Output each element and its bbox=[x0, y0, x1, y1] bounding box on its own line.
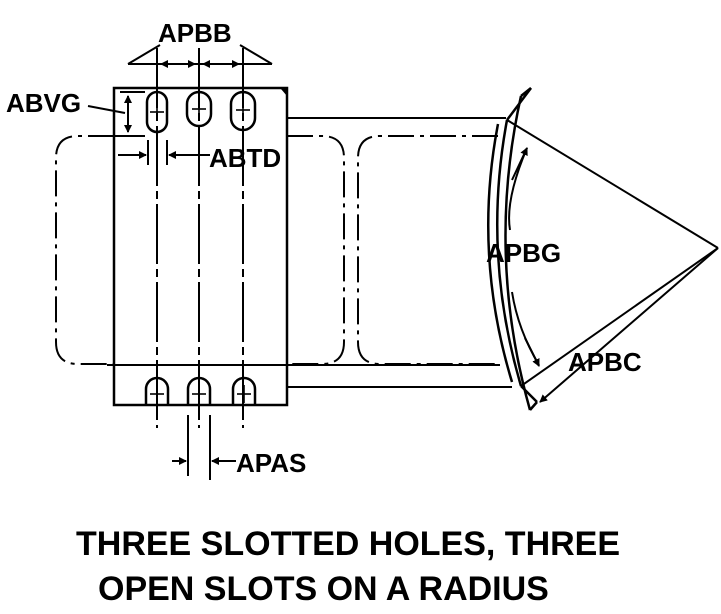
label-abtd: ABTD bbox=[209, 143, 281, 173]
right-phantom-outline bbox=[357, 135, 498, 365]
main-plate bbox=[112, 86, 289, 407]
apbb-dimension bbox=[127, 44, 273, 68]
left-phantom-outline bbox=[55, 135, 345, 365]
caption-line-1: THREE SLOTTED HOLES, THREE bbox=[76, 525, 620, 563]
apbg-angle-arc bbox=[508, 147, 540, 367]
plate-corner-mark bbox=[281, 89, 287, 96]
radius-lines bbox=[506, 119, 719, 403]
abvg-dimension bbox=[87, 91, 145, 137]
hole-centerlines bbox=[147, 48, 244, 480]
radius-part bbox=[487, 87, 538, 411]
label-apbb: APBB bbox=[158, 18, 232, 48]
label-apas: APAS bbox=[236, 448, 306, 478]
slotted-holes-top bbox=[145, 90, 257, 134]
label-apbg: APBG bbox=[486, 238, 561, 268]
caption-line-2: OPEN SLOTS ON A RADIUS bbox=[98, 570, 549, 608]
label-abvg: ABVG bbox=[6, 88, 81, 118]
label-apbc: APBC bbox=[568, 347, 642, 377]
open-slots-bottom bbox=[144, 376, 257, 405]
